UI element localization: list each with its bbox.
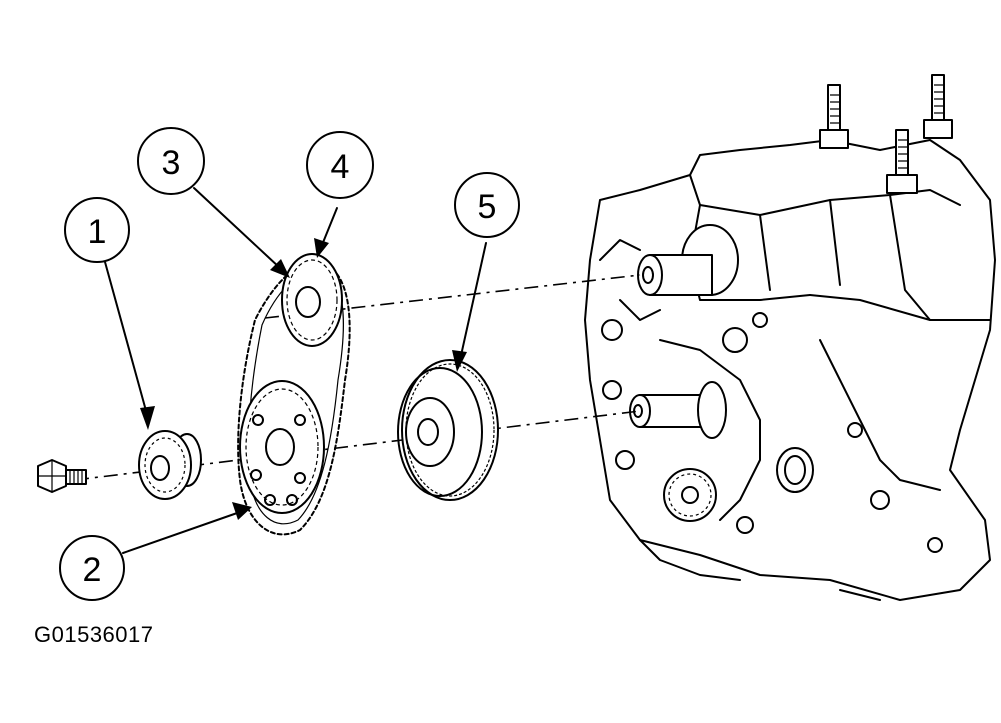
crankshaft-end [629,381,727,439]
callout-5: 5 [454,172,520,238]
crankshaft-sprocket [138,430,202,500]
oil-pump-gear [663,468,717,522]
cam-timing-sprocket [281,253,343,347]
callout-3: 3 [137,127,205,195]
sprocket-bolt [37,459,87,493]
callout-2-label: 2 [83,551,102,589]
callout-1: 1 [64,197,130,263]
timing-chain [237,260,351,536]
callout-4: 4 [306,131,374,199]
callout-4-label: 4 [331,148,350,186]
callout-1-label: 1 [88,213,107,251]
front-seal [776,447,814,493]
callout-5-label: 5 [478,188,497,226]
camshaft-end [637,224,739,296]
callout-3-label: 3 [162,144,181,182]
callout-2: 2 [59,535,125,601]
leader-lines [104,187,487,554]
block-holes [601,312,943,553]
engine-block [584,74,996,601]
crankshaft-pulley [397,359,499,501]
figure-id: G01536017 [34,622,154,647]
head-studs [819,74,953,194]
crank-timing-sprocket [239,380,325,514]
